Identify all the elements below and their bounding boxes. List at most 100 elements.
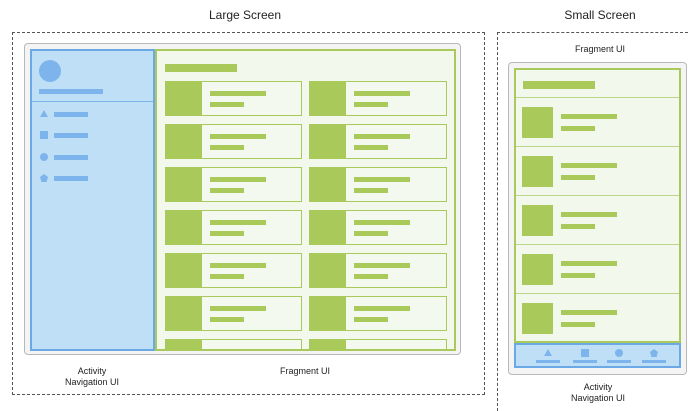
- card-thumbnail: [310, 340, 346, 349]
- fragment-ui-caption-small: Fragment UI: [574, 44, 625, 54]
- caption-line: Activity: [77, 366, 107, 376]
- fragment-header-bar: [523, 81, 595, 89]
- row-subtitle-bar: [561, 175, 595, 180]
- profile-name-bar: [39, 89, 103, 94]
- list-card[interactable]: [165, 296, 302, 331]
- card-subtitle-bar: [210, 274, 244, 279]
- card-thumbnail: [310, 125, 346, 158]
- card-title-bar: [210, 134, 266, 139]
- fragment-panel-small: [514, 68, 681, 343]
- card-thumbnail: [166, 125, 202, 158]
- card-thumbnail: [310, 297, 346, 330]
- caption-line: Navigation UI: [570, 393, 626, 403]
- list-card[interactable]: [165, 253, 302, 288]
- list-row[interactable]: [516, 146, 679, 195]
- card-subtitle-bar: [210, 317, 244, 322]
- card-subtitle-bar: [354, 274, 388, 279]
- large-screen-title: Large Screen: [208, 8, 282, 22]
- list-row[interactable]: [516, 195, 679, 244]
- card-subtitle-bar: [354, 188, 388, 193]
- list-card[interactable]: [165, 210, 302, 245]
- list-card[interactable]: [309, 81, 447, 116]
- bottom-nav-item-square[interactable]: [571, 348, 599, 366]
- nav-divider: [32, 101, 153, 102]
- nav-item-triangle[interactable]: [38, 109, 148, 121]
- list-card[interactable]: [309, 253, 447, 288]
- list-card[interactable]: [165, 124, 302, 159]
- small-screen-title: Small Screen: [564, 8, 636, 22]
- row-thumbnail: [522, 303, 553, 334]
- card-thumbnail: [166, 82, 202, 115]
- card-title-bar: [210, 306, 266, 311]
- row-subtitle-bar: [561, 224, 595, 229]
- nav-item-square[interactable]: [38, 130, 148, 142]
- list-card[interactable]: [165, 81, 302, 116]
- fragment-ui-caption-large: Fragment UI: [279, 366, 330, 376]
- card-title-bar: [354, 220, 410, 225]
- card-title-bar: [210, 220, 266, 225]
- row-title-bar: [561, 212, 617, 217]
- fragment-panel-large: [155, 49, 456, 351]
- card-title-bar: [210, 349, 266, 351]
- avatar: [39, 60, 61, 82]
- row-thumbnail: [522, 156, 553, 187]
- card-subtitle-bar: [210, 102, 244, 107]
- bottom-nav-item-pentagon[interactable]: [640, 348, 668, 366]
- card-subtitle-bar: [210, 231, 244, 236]
- row-subtitle-bar: [561, 126, 595, 131]
- fragment-header-bar: [165, 64, 237, 72]
- card-thumbnail: [310, 82, 346, 115]
- list-card[interactable]: [309, 296, 447, 331]
- card-title-bar: [210, 177, 266, 182]
- nav-item-pentagon[interactable]: [38, 173, 148, 185]
- triangle-icon: [40, 110, 48, 117]
- card-thumbnail: [166, 340, 202, 349]
- list-row[interactable]: [516, 293, 679, 341]
- pentagon-icon: [650, 349, 658, 357]
- list-card[interactable]: [165, 167, 302, 202]
- card-subtitle-bar: [354, 145, 388, 150]
- row-title-bar: [561, 114, 617, 119]
- card-thumbnail: [166, 254, 202, 287]
- list-card[interactable]: [165, 339, 302, 351]
- row-subtitle-bar: [561, 273, 595, 278]
- bottom-nav-item-circle[interactable]: [605, 348, 633, 366]
- list-card[interactable]: [309, 124, 447, 159]
- circle-icon: [40, 153, 48, 161]
- list-card[interactable]: [309, 167, 447, 202]
- navigation-panel: [30, 49, 155, 351]
- card-thumbnail: [166, 211, 202, 244]
- card-subtitle-bar: [354, 231, 388, 236]
- circle-icon: [615, 349, 623, 357]
- list-card[interactable]: [309, 210, 447, 245]
- triangle-icon: [544, 349, 552, 356]
- card-thumbnail: [166, 168, 202, 201]
- activity-navigation-caption-small: Activity Navigation UI: [553, 382, 643, 404]
- card-thumbnail: [310, 211, 346, 244]
- pentagon-icon: [40, 174, 48, 182]
- list-row[interactable]: [516, 97, 679, 146]
- caption-line: Navigation UI: [64, 377, 120, 387]
- nav-item-label: [54, 176, 88, 181]
- bottom-navigation: [514, 343, 681, 368]
- list-row[interactable]: [516, 244, 679, 293]
- row-thumbnail: [522, 205, 553, 236]
- row-thumbnail: [522, 254, 553, 285]
- row-title-bar: [561, 163, 617, 168]
- bottom-nav-label: [607, 360, 631, 363]
- card-thumbnail: [310, 168, 346, 201]
- bottom-nav-label: [536, 360, 560, 363]
- bottom-nav-label: [642, 360, 666, 363]
- card-subtitle-bar: [354, 317, 388, 322]
- activity-navigation-caption: Activity Navigation UI: [47, 366, 137, 388]
- row-title-bar: [561, 261, 617, 266]
- card-title-bar: [354, 349, 410, 351]
- card-title-bar: [354, 306, 410, 311]
- list-card[interactable]: [309, 339, 447, 351]
- nav-item-circle[interactable]: [38, 152, 148, 164]
- card-subtitle-bar: [354, 102, 388, 107]
- card-title-bar: [354, 263, 410, 268]
- large-screen-boundary: [12, 32, 485, 395]
- bottom-nav-item-triangle[interactable]: [534, 348, 562, 366]
- card-thumbnail: [310, 254, 346, 287]
